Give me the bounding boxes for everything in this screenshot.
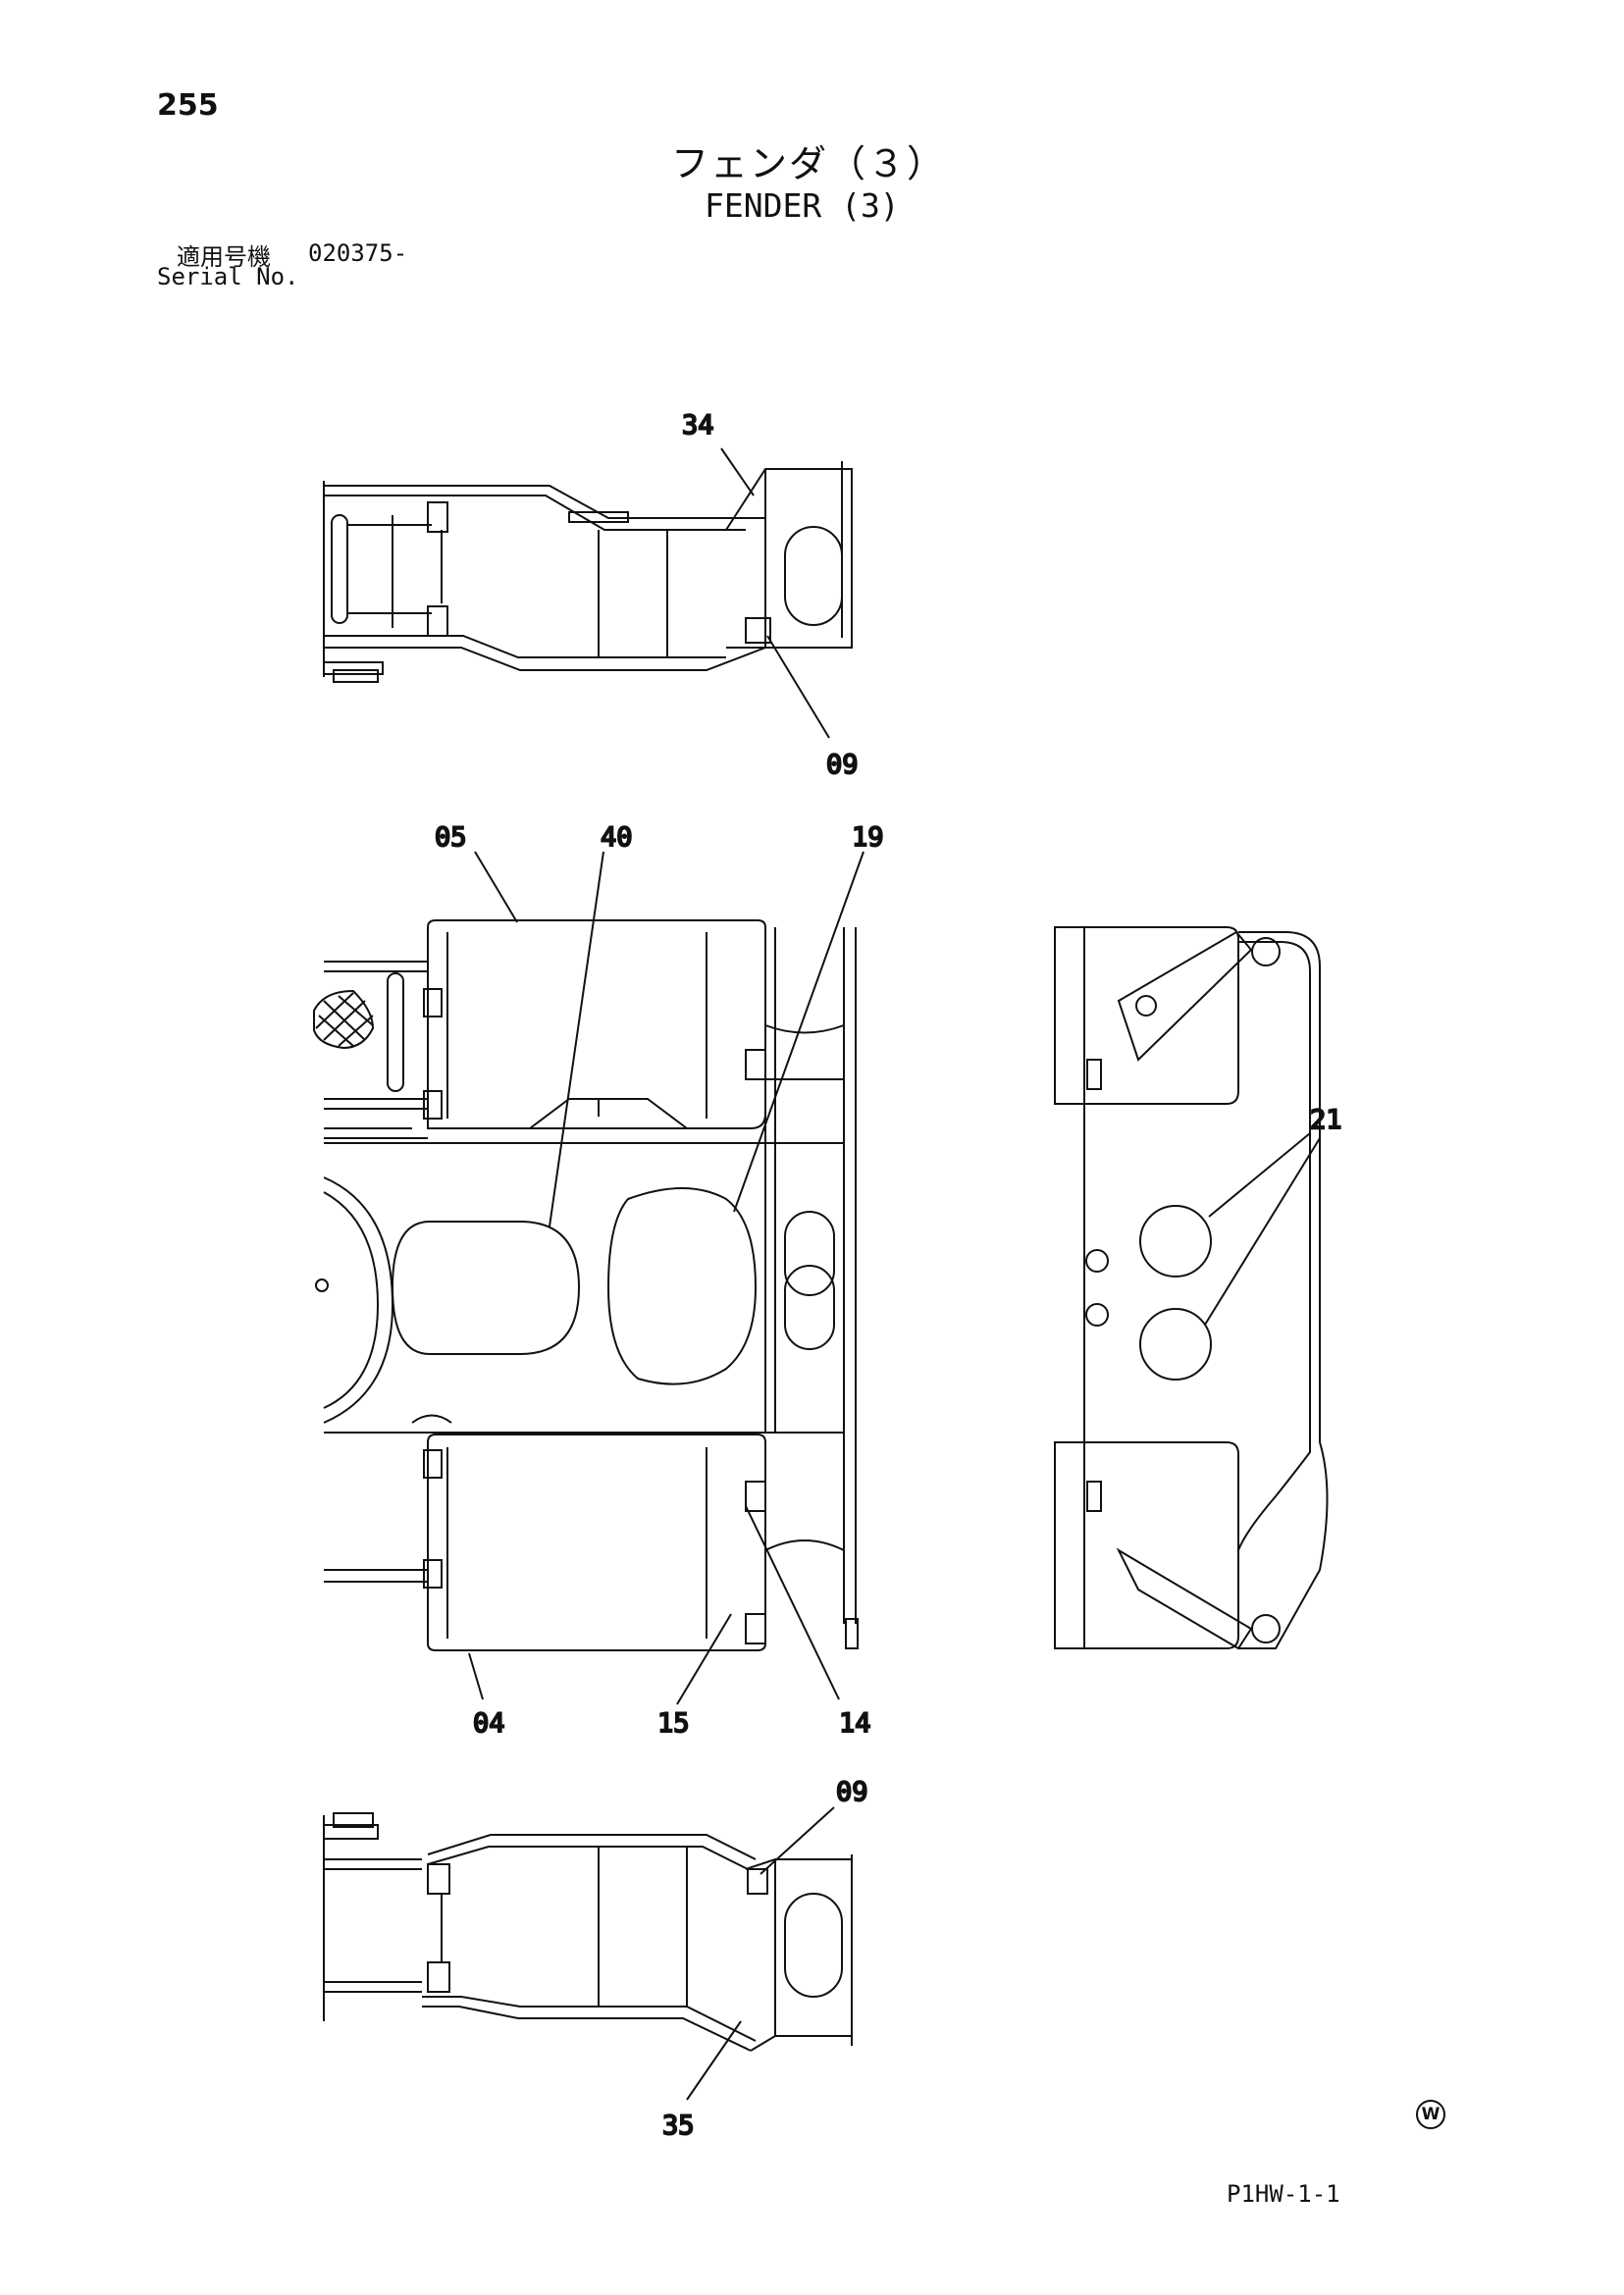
leader-05 (474, 851, 518, 923)
bottom-view-frame (323, 1812, 853, 2052)
callout-04: 04 (473, 1708, 505, 1739)
leader-bot-09 (760, 1806, 835, 1875)
leader-21b (1204, 1137, 1321, 1326)
callout-top-09: 09 (826, 750, 859, 780)
callout-15: 15 (657, 1708, 690, 1739)
serial-label-japanese: 適用号機 (177, 243, 271, 271)
right-view-frame (1054, 926, 1329, 1650)
middle-view-frame (313, 919, 859, 1651)
leader-40 (549, 851, 604, 1227)
leader-04 (468, 1652, 484, 1700)
serial-number-value: 020375- (308, 239, 408, 267)
callout-34: 34 (682, 410, 714, 441)
leader-15 (676, 1613, 732, 1705)
title-japanese: フェンダ（３） (671, 142, 947, 185)
leader-19 (733, 851, 864, 1213)
maker-mark-icon: W (1416, 2100, 1445, 2129)
callout-14: 14 (839, 1708, 871, 1739)
title-english: FENDER (3) (705, 186, 900, 225)
leader-34 (720, 447, 755, 496)
callout-35: 35 (662, 2111, 695, 2141)
callout-21: 21 (1310, 1105, 1342, 1135)
leader-14 (745, 1505, 840, 1700)
leader-21a (1208, 1132, 1311, 1218)
callout-19: 19 (852, 822, 884, 853)
callout-bot-09: 09 (836, 1777, 868, 1807)
top-view-frame (323, 461, 853, 683)
callout-05: 05 (435, 822, 467, 853)
drawing-code: P1HW-1-1 (1227, 2180, 1340, 2208)
serial-label-english: Serial No. (157, 263, 299, 290)
page-number: 255 (157, 88, 219, 123)
callout-40: 40 (601, 822, 633, 853)
leader-top-09 (766, 635, 830, 739)
leader-35 (686, 2020, 742, 2101)
